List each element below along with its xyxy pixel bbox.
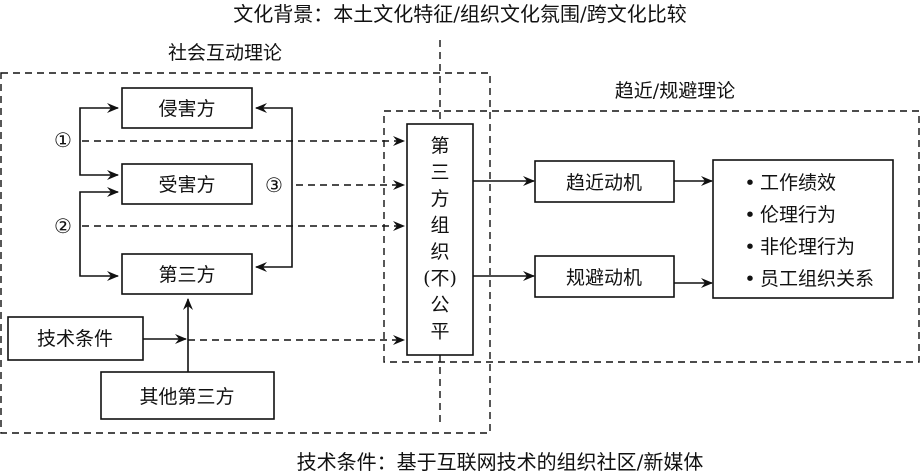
outcome-bullet: • xyxy=(744,236,755,258)
fairness-char: 第 xyxy=(430,135,449,157)
social-interaction-theory-title: 社会互动理论 xyxy=(168,42,282,64)
node-approach-motive: 趋近动机 xyxy=(534,160,675,203)
link-2-to-victim xyxy=(79,187,119,226)
victim-label: 受害方 xyxy=(158,174,215,196)
fairness-char: 组 xyxy=(430,215,449,237)
outcome-bullet: • xyxy=(744,268,755,290)
node-other-third-parties: 其他第三方 xyxy=(100,371,275,420)
outcome-item: 伦理行为 xyxy=(760,204,836,226)
other-third-parties-label: 其他第三方 xyxy=(139,386,234,408)
perpetrator-label: 侵害方 xyxy=(158,98,215,120)
technology-context-caption: 技术条件：基于互联网技术的组织社区/新媒体 xyxy=(297,450,704,474)
marker-1: ① xyxy=(54,128,72,152)
node-victim: 受害方 xyxy=(121,163,253,205)
fairness-char: 织 xyxy=(430,241,449,263)
tech-conditions-label: 技术条件 xyxy=(37,328,113,350)
fairness-char: 方 xyxy=(430,188,449,210)
outcome-bullet: • xyxy=(744,172,755,194)
node-perpetrator: 侵害方 xyxy=(121,87,253,129)
fairness-char: (不) xyxy=(423,268,457,290)
marker-3: ③ xyxy=(265,173,283,197)
node-tech-conditions: 技术条件 xyxy=(7,316,144,361)
node-third-party: 第三方 xyxy=(121,253,253,295)
approach-motive-label: 趋近动机 xyxy=(566,172,642,194)
outcome-item: 非伦理行为 xyxy=(760,236,855,258)
third-party-label: 第三方 xyxy=(158,264,215,286)
avoidance-motive-label: 规避动机 xyxy=(566,267,642,289)
fairness-char: 平 xyxy=(430,321,449,343)
node-avoidance-motive: 规避动机 xyxy=(534,255,675,298)
approach-avoidance-region xyxy=(383,110,920,363)
link-3-to-perpetrator xyxy=(255,103,293,185)
outcome-item: 工作绩效 xyxy=(760,172,836,194)
culture-context-caption: 文化背景：本土文化特征/组织文化氛围/跨文化比较 xyxy=(233,2,686,26)
social-interaction-region xyxy=(0,72,491,434)
link-2-to-third-party xyxy=(79,226,119,281)
link-1-to-perpetrator xyxy=(79,103,119,140)
link-3-to-third-party xyxy=(255,185,293,272)
link-1-to-victim xyxy=(79,140,119,180)
fairness-char: 公 xyxy=(430,294,449,316)
marker-2: ② xyxy=(54,214,72,238)
approach-avoidance-theory-title: 趋近/规避理论 xyxy=(615,80,735,102)
outcome-item: 员工组织关系 xyxy=(760,268,874,290)
fairness-char: 三 xyxy=(430,162,449,184)
outcome-bullet: • xyxy=(744,204,755,226)
node-outcomes: •工作绩效•伦理行为•非伦理行为•员工组织关系 xyxy=(712,159,894,299)
